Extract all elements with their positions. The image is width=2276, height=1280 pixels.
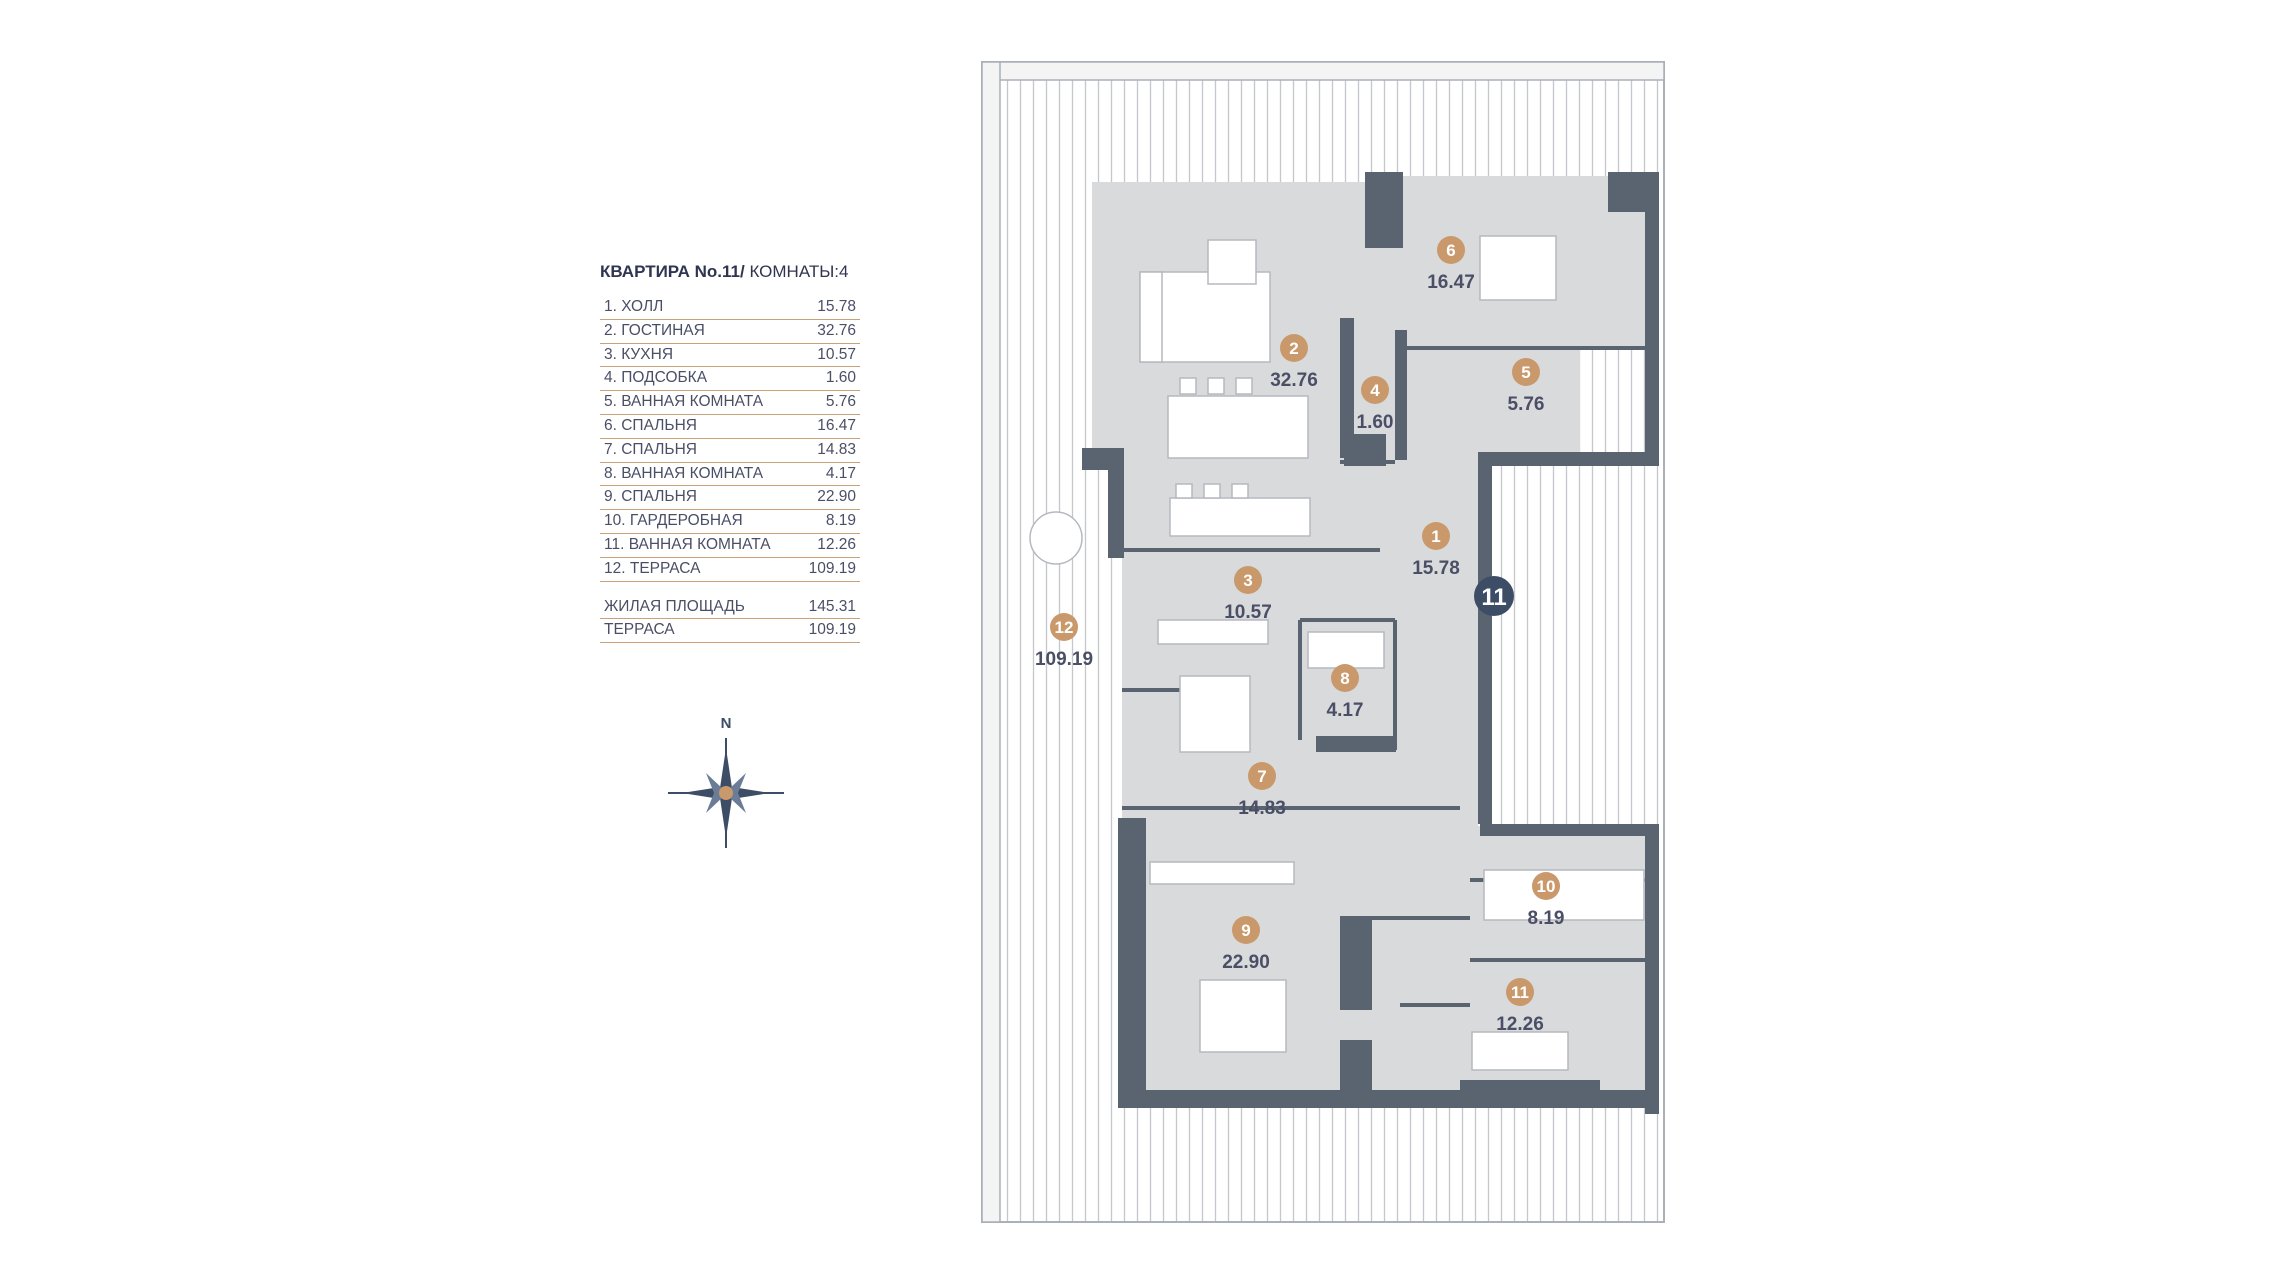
room-area: 12.26 <box>1496 1014 1544 1035</box>
legend-room-name: ЖИЛАЯ ПЛОЩАДЬ <box>604 597 745 615</box>
apartment-number: 11 <box>1481 584 1506 611</box>
legend-room-name: 7. СПАЛЬНЯ <box>604 440 697 458</box>
legend-row: 1. ХОЛЛ 15.78 <box>600 296 860 320</box>
legend-room-area: 14.83 <box>817 440 856 458</box>
legend-room-name: 1. ХОЛЛ <box>604 298 664 315</box>
apartment-number-badge <box>1474 576 1514 616</box>
room-area: 5.76 <box>1508 394 1545 415</box>
legend-room-area: 12.26 <box>817 535 856 553</box>
terrace-border-top <box>981 61 1665 81</box>
legend-title: КВАРТИРА No.11/ КОМНАТЫ:4 <box>600 262 860 282</box>
legend-title-rooms: КОМНАТЫ:4 <box>744 262 849 281</box>
legend-row: 10. ГАРДЕРОБНАЯ 8.19 <box>600 510 860 534</box>
legend-room-name: 11. ВАННАЯ КОМНАТА <box>604 535 771 553</box>
room-area: 4.17 <box>1327 700 1364 721</box>
room-number: 4 <box>1370 381 1380 400</box>
legend-row: 8. ВАННАЯ КОМНАТА 4.17 <box>600 463 860 487</box>
legend-room-area: 32.76 <box>817 321 856 339</box>
legend-row: ТЕРРАСА 109.19 <box>600 619 860 644</box>
room-number: 8 <box>1340 669 1349 688</box>
room-badge-circle <box>1532 872 1560 900</box>
room-badge-circle <box>1232 916 1260 944</box>
room-badge-circle <box>1506 978 1534 1006</box>
legend-row: 7. СПАЛЬНЯ 14.83 <box>600 439 860 463</box>
room-number: 12 <box>1055 618 1074 637</box>
legend-room-area: 22.90 <box>817 488 856 506</box>
room-badge-circle <box>1248 762 1276 790</box>
room-number: 6 <box>1446 241 1455 260</box>
room-number: 5 <box>1521 363 1530 382</box>
legend-row: 6. СПАЛЬНЯ 16.47 <box>600 415 860 439</box>
legend-row: 4. ПОДСОБКА 1.60 <box>600 367 860 392</box>
legend-room-area: 4.17 <box>825 464 856 482</box>
legend-room-area: 145.31 <box>808 597 856 615</box>
room-number: 10 <box>1537 877 1556 896</box>
room-area: 109.19 <box>1035 649 1093 670</box>
room-list: 1. ХОЛЛ 15.78 2. ГОСТИНАЯ 32.76 3. КУХНЯ 10.5… <box>600 296 860 582</box>
legend-room-area: 109.19 <box>808 621 856 639</box>
legend-row: 9. СПАЛЬНЯ 22.90 <box>600 486 860 511</box>
room-badge-circle <box>1280 334 1308 362</box>
room-number: 2 <box>1289 339 1298 358</box>
legend-row: 11. ВАННАЯ КОМНАТА 12.26 <box>600 534 860 558</box>
room-number: 9 <box>1241 921 1250 940</box>
legend-room-area: 15.78 <box>817 298 856 315</box>
legend-room-name: 4. ПОДСОБКА <box>604 369 708 387</box>
legend-row: 2. ГОСТИНАЯ 32.76 <box>600 320 860 344</box>
room-badge-circle <box>1234 566 1262 594</box>
room-number: 7 <box>1257 767 1266 786</box>
furniture <box>1029 235 1645 1071</box>
compass-north-label: N <box>721 715 732 732</box>
legend-row: ЖИЛАЯ ПЛОЩАДЬ 145.31 <box>600 596 860 620</box>
room-badge-circle <box>1422 522 1450 550</box>
legend-room-name: 8. ВАННАЯ КОМНАТА <box>604 464 764 482</box>
room-area: 10.57 <box>1224 602 1272 623</box>
legend-room-area: 109.19 <box>808 559 856 577</box>
room-badges: 1 15.78 2 32.76 3 10.57 4 1.60 5 5.76 6 16.47 7 14.83… <box>1035 236 1565 1035</box>
room-area: 15.78 <box>1412 558 1460 579</box>
room-number: 1 <box>1431 527 1440 546</box>
room-area: 14.83 <box>1238 798 1286 819</box>
legend-room-area: 8.19 <box>825 512 856 530</box>
legend-room-area: 1.60 <box>825 369 856 387</box>
legend-row: 12. ТЕРРАСА 109.19 <box>600 558 860 582</box>
legend-room-area: 16.47 <box>817 416 856 434</box>
room-badge-circle <box>1512 358 1540 386</box>
legend-row: 3. КУХНЯ 10.57 <box>600 344 860 368</box>
legend-row: 5. ВАННАЯ КОМНАТА 5.76 <box>600 391 860 415</box>
room-area: 32.76 <box>1270 370 1318 391</box>
legend-room-name: 9. СПАЛЬНЯ <box>604 488 697 506</box>
room-area: 16.47 <box>1427 272 1475 293</box>
legend-room-area: 10.57 <box>817 345 856 363</box>
room-badge-circle <box>1437 236 1465 264</box>
legend-room-area: 5.76 <box>825 393 856 411</box>
room-area: 8.19 <box>1528 908 1565 929</box>
compass-icon: N <box>668 715 784 848</box>
legend-room-name: ТЕРРАСА <box>604 621 675 639</box>
room-area: 1.60 <box>1357 412 1394 433</box>
legend-room-name: 5. ВАННАЯ КОМНАТА <box>604 393 764 411</box>
room-badge-circle <box>1361 376 1389 404</box>
legend-room-name: 2. ГОСТИНАЯ <box>604 321 705 339</box>
room-area: 22.90 <box>1222 952 1270 973</box>
room-number: 11 <box>1511 983 1529 1002</box>
apartment-legend: КВАРТИРА No.11/ КОМНАТЫ:4 1. ХОЛЛ 15.78 2.… <box>600 262 860 644</box>
room-badge-circle <box>1050 613 1078 641</box>
terrace-border-left <box>981 61 1001 1223</box>
room-number: 3 <box>1243 571 1252 590</box>
legend-room-name: 6. СПАЛЬНЯ <box>604 416 697 434</box>
legend-room-name: 10. ГАРДЕРОБНАЯ <box>604 512 743 530</box>
legend-room-name: 12. ТЕРРАСА <box>604 559 701 577</box>
legend-room-name: 3. КУХНЯ <box>604 345 674 363</box>
legend-title-main: КВАРТИРА No.11/ <box>600 262 745 281</box>
room-badge-circle <box>1331 664 1359 692</box>
